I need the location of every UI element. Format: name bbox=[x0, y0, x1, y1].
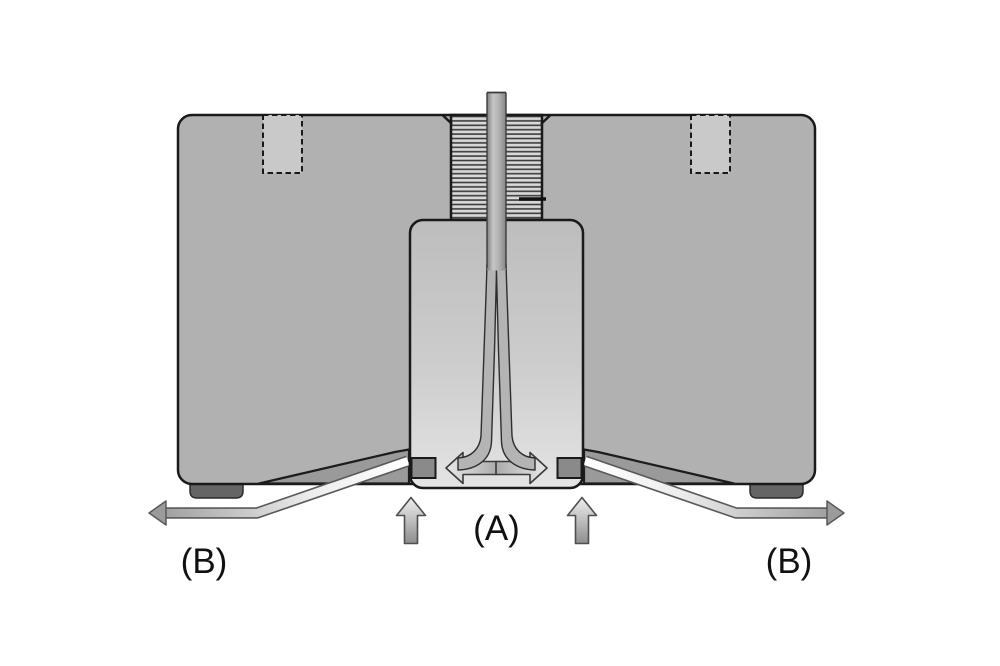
outflow-arrow-left-icon bbox=[148, 455, 410, 526]
label-b-left: (B) bbox=[181, 542, 228, 581]
outflow-arrow-right-icon bbox=[583, 455, 845, 526]
inflow-arrow-right-icon bbox=[566, 496, 598, 545]
center-stem bbox=[487, 92, 506, 271]
seal-block-right bbox=[556, 457, 583, 479]
dashed-insert-right bbox=[690, 114, 731, 174]
label-b-right: (B) bbox=[766, 542, 813, 581]
neck-chamfer-left bbox=[442, 114, 453, 125]
label-a: (A) bbox=[473, 509, 520, 548]
nozzle-wall-left bbox=[457, 263, 498, 471]
left-foot bbox=[189, 482, 244, 499]
neck-chamfer-right bbox=[540, 114, 551, 125]
seal-block-left bbox=[410, 457, 437, 479]
dashed-insert-left bbox=[262, 114, 303, 174]
nozzle-wall-right bbox=[495, 263, 536, 471]
right-foot bbox=[749, 482, 804, 499]
inflow-arrow-left-icon bbox=[395, 496, 427, 545]
